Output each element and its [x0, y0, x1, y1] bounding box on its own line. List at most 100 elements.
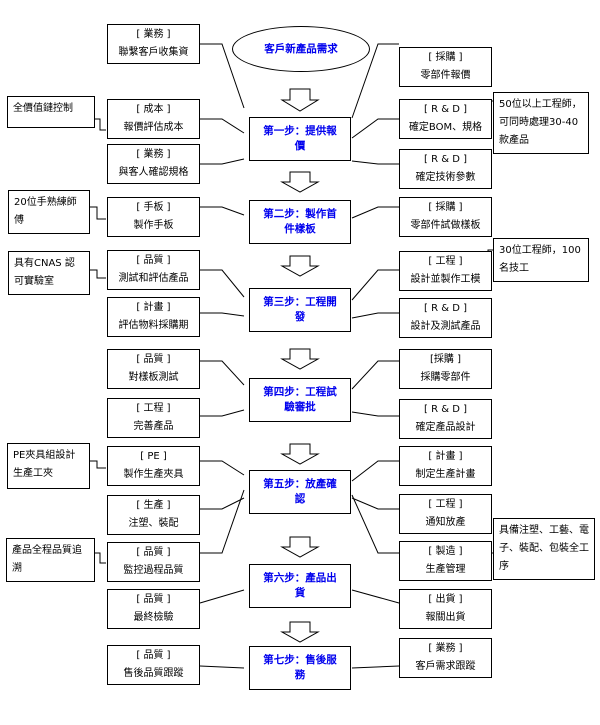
dept-label: [採購 ] — [430, 354, 461, 365]
task-label: 設計及測試產品 — [410, 321, 481, 332]
dept-label: [ 製造 ] — [428, 546, 463, 557]
task-label: 零部件試做樣板 — [410, 220, 481, 231]
capability-note: 30位工程師，100名技工 — [493, 238, 589, 282]
right-task-box: [ R & D ] 確定技術參數 — [399, 149, 492, 189]
dept-label: [ 工程 ] — [428, 499, 463, 510]
step-2: 第二步：製作首件樣板 — [249, 200, 351, 244]
task-label: 生產管理 — [425, 564, 466, 575]
task-label: 報關出貨 — [425, 612, 466, 623]
task-label: 客戶需求跟蹤 — [415, 661, 476, 672]
note-text: 具備注塑、工藝、電子、裝配、包裝全工序 — [499, 525, 589, 572]
step-1: 第一步：提供報價 — [249, 117, 351, 161]
dept-label: [ 品質 ] — [136, 650, 171, 661]
capability-note: 20位手熟練師傅 — [8, 190, 90, 234]
left-task-box: [ 手板 ] 製作手板 — [107, 197, 200, 237]
task-label: 製作生產夾具 — [123, 469, 184, 480]
task-label: 通知放產 — [425, 517, 466, 528]
right-task-box: [ R & D ]確定產品設計 — [399, 399, 492, 439]
dept-label: [ 工程 ] — [428, 256, 463, 267]
task-label: 最終檢驗 — [133, 612, 174, 623]
dept-label: [ 業務 ] — [428, 643, 463, 654]
start-label: 客戶新產品需求 — [264, 42, 338, 55]
task-label: 採購零部件 — [420, 372, 471, 383]
task-label: 與客人確認規格 — [118, 167, 189, 178]
dept-label: [ 手板 ] — [136, 202, 171, 213]
task-label: 注塑、裝配 — [128, 518, 179, 529]
task-label: 監控過程品質 — [123, 565, 184, 576]
right-task-box: [ 業務 ] 客戶需求跟蹤 — [399, 638, 492, 678]
left-task-box: [ 生產 ] 注塑、裝配 — [107, 495, 200, 535]
capability-note: 產品全程品質追溯 — [6, 538, 95, 582]
right-task-box: [ R & D ] 確定BOM、規格 — [399, 99, 492, 139]
left-task-box: [ 品質 ] 監控過程品質 — [107, 542, 200, 582]
left-task-box: [ 成本 ] 報價評估成本 — [107, 99, 200, 139]
note-text: 30位工程師，100名技工 — [499, 245, 581, 274]
step-6: 第六步：產品出貨 — [249, 564, 351, 608]
dept-label: [ 計畫 ] — [136, 302, 171, 313]
task-label: 完善產品 — [133, 421, 174, 432]
dept-label: [ R & D ] — [424, 104, 467, 115]
capability-note: 具有CNAS 認可實驗室 — [8, 251, 90, 295]
dept-label: [ 生產 ] — [136, 500, 171, 511]
step-label: 第四步：工程試驗審批 — [263, 386, 337, 413]
left-task-box: [ 品質 ] 測試和評估產品 — [107, 250, 200, 290]
capability-note: 50位以上工程師，可同時處理30-40款產品 — [493, 92, 589, 154]
dept-label: [ PE ] — [140, 451, 167, 462]
dept-label: [ 品質 ] — [136, 255, 171, 266]
step-4: 第四步：工程試驗審批 — [249, 378, 351, 422]
task-label: 測試和評估產品 — [118, 273, 189, 284]
right-task-box: [ 採購 ] 零部件試做樣板 — [399, 197, 492, 237]
task-label: 報價評估成本 — [123, 122, 184, 133]
dept-label: [ R & D ] — [424, 303, 467, 314]
left-task-box: [ 計畫 ] 評估物料採購期 — [107, 297, 200, 337]
dept-label: [ 成本 ] — [136, 104, 171, 115]
task-label: 制定生產計畫 — [415, 469, 476, 480]
right-task-box: [採購 ] 採購零部件 — [399, 349, 492, 389]
dept-label: [ 業務 ] — [136, 29, 171, 40]
right-task-box: [ 出貨 ] 報關出貨 — [399, 589, 492, 629]
task-label: 確定技術參數 — [415, 172, 476, 183]
note-text: 產品全程品質追溯 — [12, 545, 82, 574]
left-task-box: [ PE ] 製作生產夾具 — [107, 446, 200, 486]
task-label: 評估物料採購期 — [118, 320, 189, 331]
dept-label: [ 採購 ] — [428, 202, 463, 213]
dept-label: [ 業務 ] — [136, 149, 171, 160]
dept-label: [ 採購 ] — [428, 52, 463, 63]
task-label: 製作手板 — [133, 220, 174, 231]
task-label: 聯繫客戶收集資 — [118, 47, 189, 58]
step-label: 第三步：工程開發 — [263, 296, 337, 323]
dept-label: [ 工程 ] — [136, 403, 171, 414]
note-text: 20位手熟練師傅 — [14, 197, 77, 226]
dept-label: [ R & D ] — [424, 154, 467, 165]
right-task-box: [ 製造 ] 生產管理 — [399, 541, 492, 581]
step-7: 第七步：售後服務 — [249, 646, 351, 690]
note-text: PE夾具組設計生產工夾 — [13, 450, 76, 479]
note-text: 50位以上工程師，可同時處理30-40款產品 — [499, 99, 582, 146]
left-task-box: [ 業務 ] 與客人確認規格 — [107, 144, 200, 184]
dept-label: [ 品質 ] — [136, 547, 171, 558]
left-task-box: [ 品質 ] 最終檢驗 — [107, 589, 200, 629]
left-task-box: [ 工程 ] 完善產品 — [107, 398, 200, 438]
right-task-box: [ 計畫 ] 制定生產計畫 — [399, 446, 492, 486]
right-task-box: [ 工程 ] 通知放產 — [399, 494, 492, 534]
left-task-box: [ 業務 ] 聯繫客戶收集資 — [107, 24, 200, 64]
right-task-box: [ 採購 ]零部件報價 — [399, 47, 492, 87]
step-label: 第七步：售後服務 — [263, 654, 337, 681]
dept-label: [ 品質 ] — [136, 354, 171, 365]
task-label: 設計並製作工模 — [410, 274, 481, 285]
task-label: 確定產品設計 — [415, 422, 476, 433]
capability-note: 全價值鏈控制 — [7, 96, 95, 128]
dept-label: [ 計畫 ] — [428, 451, 463, 462]
step-label: 第五步：放產確認 — [263, 478, 337, 505]
step-3: 第三步：工程開發 — [249, 288, 351, 332]
dept-label: [ 品質 ] — [136, 594, 171, 605]
task-label: 售後品質跟蹤 — [123, 668, 184, 679]
step-label: 第六步：產品出貨 — [263, 572, 337, 599]
right-task-box: [ R & D ] 設計及測試產品 — [399, 298, 492, 338]
start-node: 客戶新產品需求 — [232, 26, 370, 72]
left-task-box: [ 品質 ]對樣板測試 — [107, 349, 200, 389]
step-5: 第五步：放產確認 — [249, 470, 351, 514]
dept-label: [ 出貨 ] — [428, 594, 463, 605]
task-label: 確定BOM、規格 — [408, 122, 483, 133]
